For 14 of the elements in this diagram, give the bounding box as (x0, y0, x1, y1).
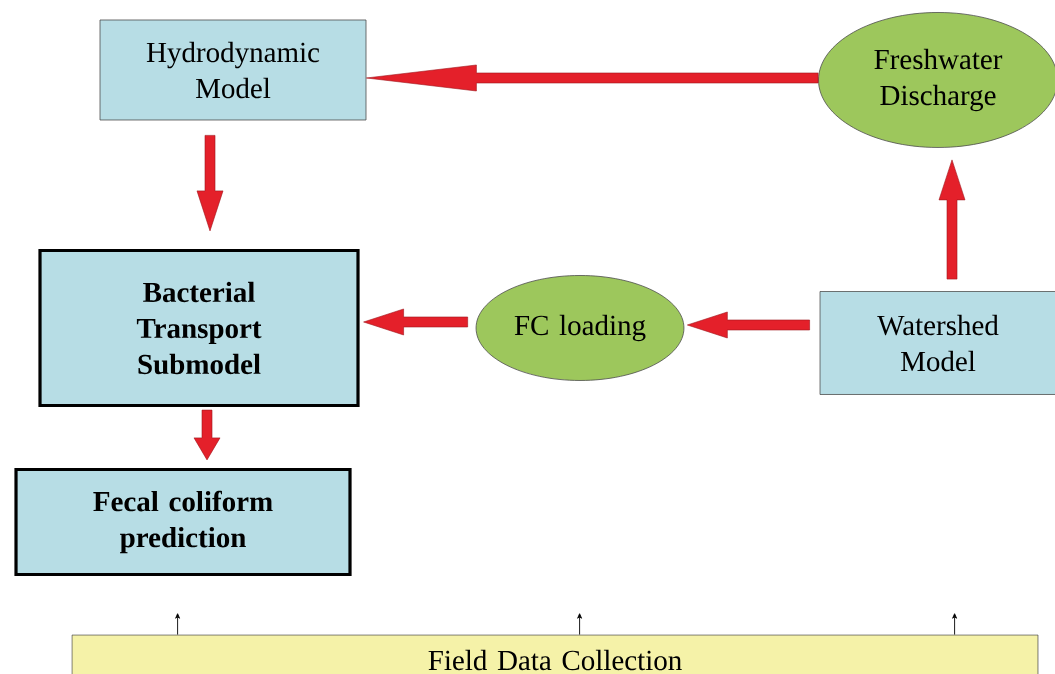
block-arrow (196, 135, 224, 232)
data-collection-band: Field Data Collection (71, 634, 1039, 674)
direction-arrow (175, 613, 180, 636)
direction-arrow (577, 613, 582, 636)
model-box: Hydrodynamic Model (99, 19, 367, 121)
prediction-box: Fecal coliform prediction (14, 467, 352, 577)
block-arrow (938, 159, 966, 280)
direction-arrow (952, 613, 957, 636)
model-box: Watershed Model (819, 291, 1055, 395)
block-arrow (687, 311, 810, 339)
submodel-box: Bacterial Transport Submodel (38, 248, 360, 408)
block-arrow (363, 308, 468, 336)
block-arrow (193, 409, 221, 461)
block-arrow (366, 64, 819, 92)
